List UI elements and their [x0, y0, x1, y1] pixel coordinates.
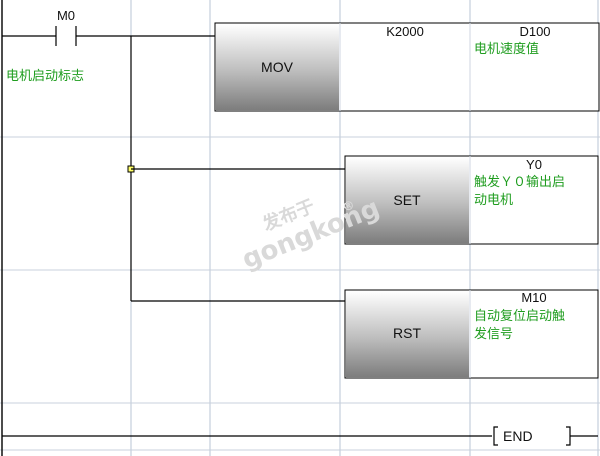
rst-operand: M10	[521, 290, 546, 305]
rst-instruction-label: RST	[393, 325, 421, 341]
set-operand: Y0	[526, 157, 542, 172]
mov-instruction-label: MOV	[261, 59, 294, 75]
set-instruction-label: SET	[393, 192, 421, 208]
set-instruction-block[interactable]: SET	[344, 155, 599, 245]
rung-2[interactable]: SET Y0 触发Ｙ０输出启 动电机	[131, 155, 599, 245]
rung-3[interactable]: RST M10 自动复位启动触 发信号	[131, 289, 599, 379]
mov-source-operand: K2000	[386, 24, 424, 39]
rung-1[interactable]: M0 电机启动标志 MOV K2000 D100 电机速度值	[2, 8, 600, 112]
rst-operand-comment-line1: 自动复位启动触	[474, 309, 565, 324]
mov-dest-operand: D100	[519, 24, 550, 39]
set-operand-comment-line2: 动电机	[474, 193, 513, 208]
contact-m0-label: M0	[57, 8, 75, 23]
grid-rows	[0, 136, 600, 451]
mov-dest-comment: 电机速度值	[474, 41, 539, 57]
end-instruction-block[interactable]: END	[493, 426, 571, 446]
contact-m0-comment: 电机启动标志	[6, 69, 84, 84]
normally-open-contact-m0[interactable]	[55, 26, 77, 46]
end-instruction-label: END	[503, 428, 533, 444]
rst-instruction-block[interactable]: RST	[344, 289, 599, 379]
set-operand-comment-line1: 触发Ｙ０输出启	[474, 174, 565, 190]
end-rung[interactable]: END	[2, 426, 598, 446]
watermark-registered-mark: ®	[340, 197, 356, 214]
mov-instruction-block[interactable]: MOV	[214, 22, 600, 112]
rst-operand-comment-line2: 发信号	[474, 326, 513, 342]
